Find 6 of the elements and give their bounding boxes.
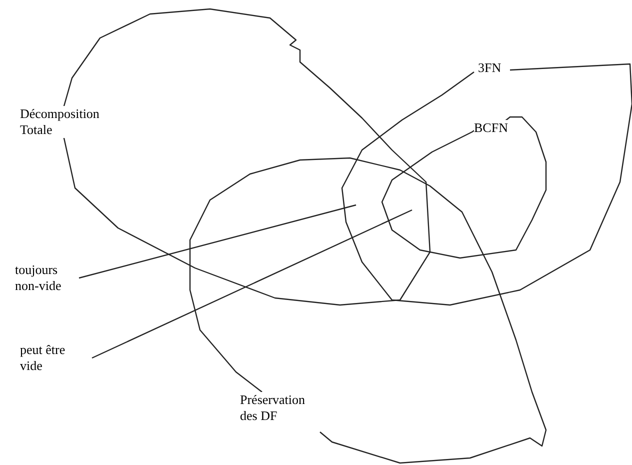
leader-line [92, 209, 412, 359]
set-region [189, 157, 547, 464]
annotation-text: peut être vide [20, 342, 90, 374]
leader-line [78, 204, 356, 279]
set-region [381, 116, 547, 259]
annotation-text: toujours non-vide [15, 262, 77, 294]
